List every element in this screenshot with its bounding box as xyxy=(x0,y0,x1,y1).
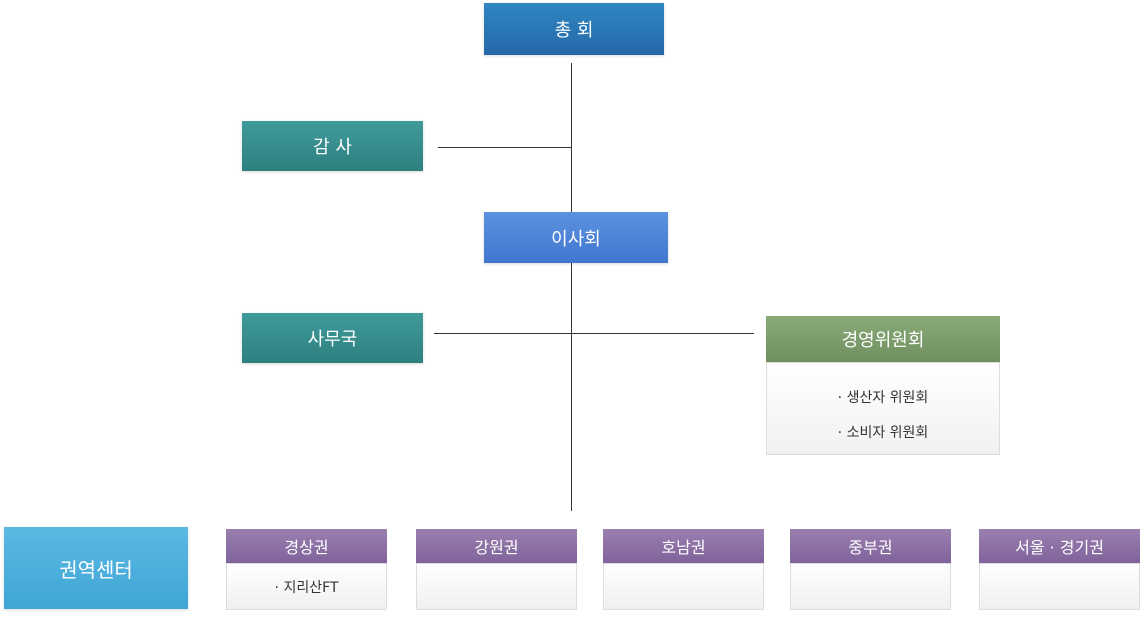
board-box: 이사회 xyxy=(484,212,668,263)
management-committee-header: 경영위원회 xyxy=(766,316,1000,362)
region-body-jungbu xyxy=(790,563,951,610)
connector-secretariat-management xyxy=(434,333,754,334)
general-assembly-box: 총 회 xyxy=(484,3,664,55)
region-item: · 지리산FT xyxy=(274,579,339,596)
region-body-gangwon xyxy=(416,563,577,610)
region-header-gyeongsang: 경상권 xyxy=(226,529,387,563)
management-committee-body: · 생산자 위원회 · 소비자 위원회 xyxy=(766,362,1000,455)
management-committee-item: · 소비자 위원회 xyxy=(837,425,929,441)
region-header-gangwon: 강원권 xyxy=(416,529,577,563)
management-committee-item: · 생산자 위원회 xyxy=(837,390,929,406)
connector-main-vertical xyxy=(571,63,572,511)
general-assembly-label: 총 회 xyxy=(554,20,594,41)
region-header-jungbu: 중부권 xyxy=(790,529,951,563)
audit-label: 감 사 xyxy=(313,137,352,158)
region-body-gyeongsang: · 지리산FT xyxy=(226,563,387,610)
connector-audit xyxy=(438,147,571,148)
region-body-honam xyxy=(603,563,764,610)
regional-center-box: 권역센터 xyxy=(4,527,188,609)
regional-center-label: 권역센터 xyxy=(59,557,133,582)
region-header-seoul-gyeonggi: 서울 · 경기권 xyxy=(979,529,1140,563)
management-committee-label: 경영위원회 xyxy=(841,330,925,351)
audit-box: 감 사 xyxy=(242,121,423,171)
region-header-honam: 호남권 xyxy=(603,529,764,563)
secretariat-label: 사무국 xyxy=(307,329,358,350)
secretariat-box: 사무국 xyxy=(242,313,423,363)
region-body-seoul-gyeonggi xyxy=(979,563,1140,610)
board-label: 이사회 xyxy=(551,228,601,250)
